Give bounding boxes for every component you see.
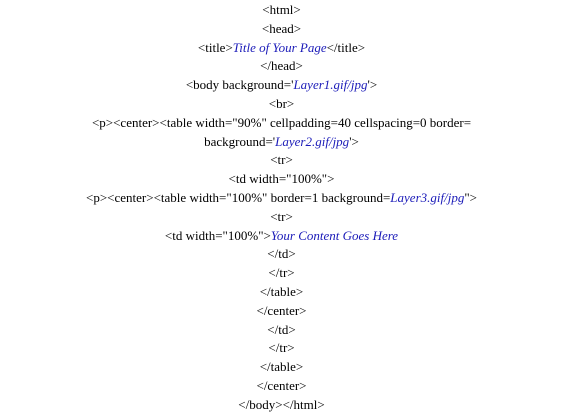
code-line: </tr> bbox=[0, 339, 563, 358]
code-text: background=' bbox=[204, 133, 276, 149]
placeholder-text: Layer2.gif/jpg bbox=[275, 133, 350, 149]
code-line: <head> bbox=[0, 20, 563, 39]
code-line: <td width="100%"> bbox=[0, 170, 563, 189]
code-text: <title> bbox=[197, 39, 233, 55]
code-line: <p><center><table width="100%" border=1 … bbox=[0, 189, 563, 208]
code-text: </center> bbox=[256, 302, 307, 318]
code-text: <br> bbox=[268, 95, 295, 111]
code-text: </title> bbox=[326, 39, 366, 55]
code-line: <html> bbox=[0, 1, 563, 20]
code-text: </td> bbox=[267, 246, 296, 262]
code-line: background='Layer2.gif/jpg'> bbox=[0, 133, 563, 152]
code-text: <head> bbox=[261, 20, 302, 36]
code-text: <p><center><table width="90%" cellpaddin… bbox=[91, 114, 472, 130]
code-text: </tr> bbox=[268, 265, 295, 281]
code-line: </center> bbox=[0, 377, 563, 396]
code-text: </head> bbox=[260, 58, 303, 74]
code-text: '> bbox=[367, 77, 378, 93]
code-line: </tr> bbox=[0, 264, 563, 283]
code-line: </table> bbox=[0, 283, 563, 302]
code-text: <td width="100%"> bbox=[164, 227, 271, 243]
code-text: <td width="100%"> bbox=[228, 171, 335, 187]
code-text: </tr> bbox=[268, 340, 295, 356]
code-text: <tr> bbox=[270, 152, 293, 168]
code-text: <body background=' bbox=[185, 77, 294, 93]
code-text: </td> bbox=[267, 321, 296, 337]
code-line: </td> bbox=[0, 321, 563, 340]
code-line: <body background='Layer1.gif/jpg'> bbox=[0, 76, 563, 95]
code-text: <html> bbox=[262, 2, 301, 17]
code-text: '> bbox=[349, 133, 359, 149]
code-line: <title>Title of Your Page</title> bbox=[0, 39, 563, 58]
code-line: <td width="100%">Your Content Goes Here bbox=[0, 227, 563, 246]
placeholder-text: Layer1.gif/jpg bbox=[293, 77, 368, 93]
code-text: <p><center><table width="100%" border=1 … bbox=[86, 189, 391, 205]
code-line: </center> bbox=[0, 302, 563, 321]
code-line: <tr> bbox=[0, 208, 563, 227]
code-line: </head> bbox=[0, 57, 563, 76]
code-text: <tr> bbox=[270, 208, 293, 224]
code-line: <tr> bbox=[0, 151, 563, 170]
code-line: </td> bbox=[0, 245, 563, 264]
code-line: <br> bbox=[0, 95, 563, 114]
placeholder-text: Title of Your Page bbox=[232, 39, 327, 55]
code-text: </table> bbox=[259, 283, 304, 299]
code-line: <p><center><table width="90%" cellpaddin… bbox=[0, 114, 563, 133]
placeholder-text: Layer3.gif/jpg bbox=[390, 189, 465, 205]
code-line: </body></html> bbox=[0, 396, 563, 415]
code-text: "> bbox=[464, 189, 477, 205]
code-text: </table> bbox=[259, 359, 304, 375]
code-text: </body></html> bbox=[238, 396, 325, 412]
code-text: </center> bbox=[256, 377, 307, 393]
placeholder-text: Your Content Goes Here bbox=[270, 227, 399, 243]
code-line: </table> bbox=[0, 358, 563, 377]
